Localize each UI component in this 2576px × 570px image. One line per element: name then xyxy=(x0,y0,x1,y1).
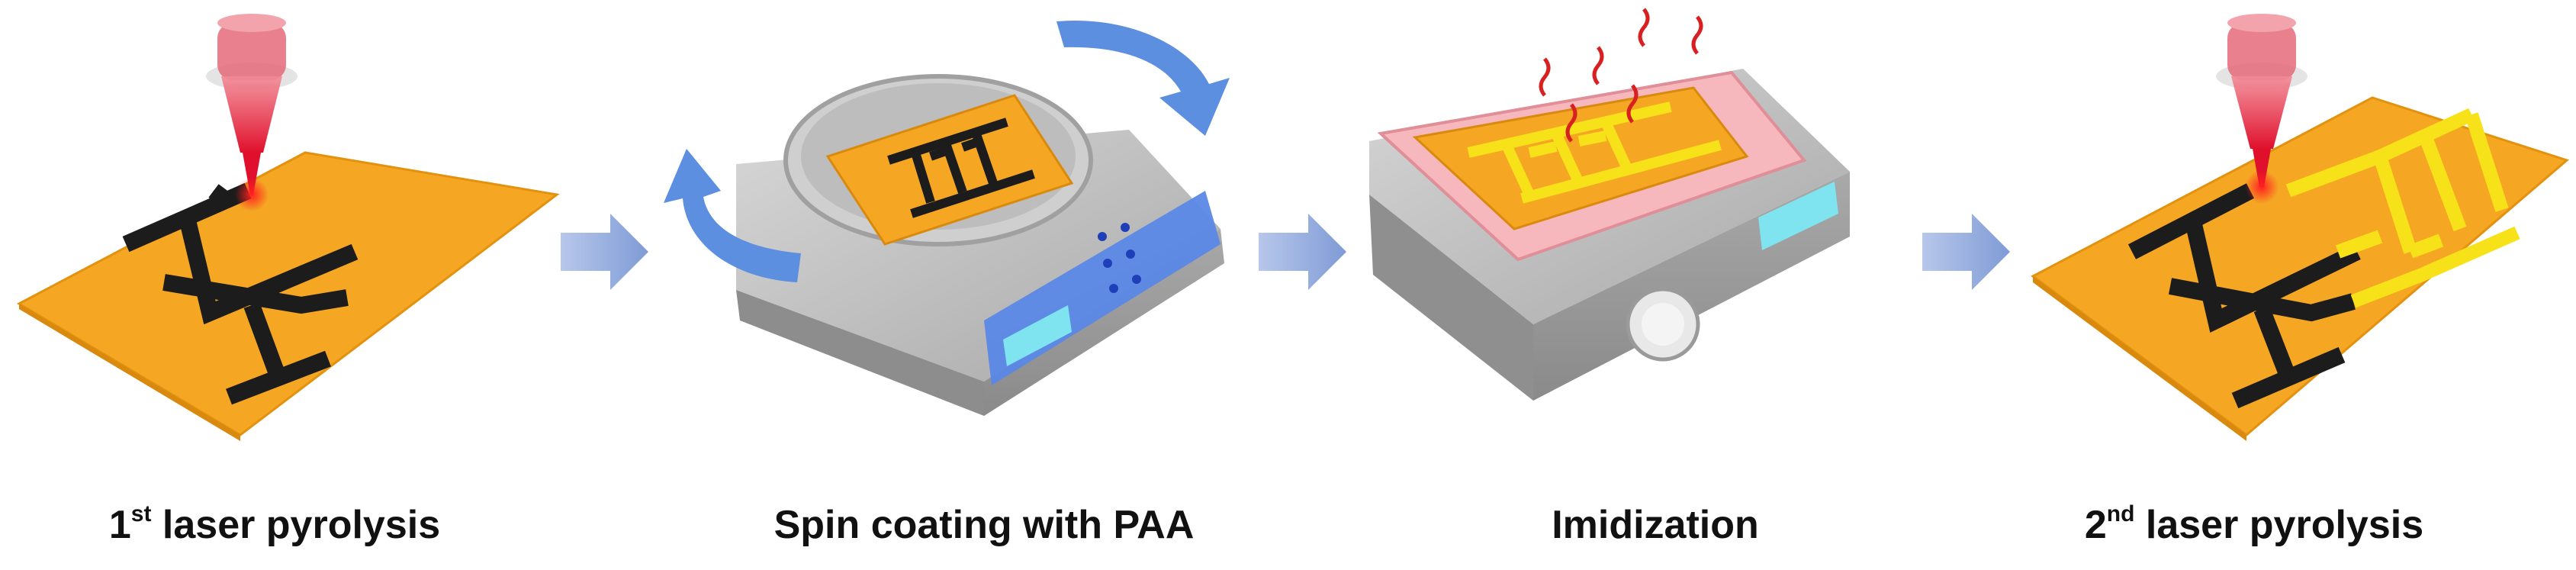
knob-icon xyxy=(1626,287,1700,362)
step2-illustration xyxy=(664,20,1230,416)
step3-label-text: Imidization xyxy=(1552,503,1759,547)
step1-label-sup: st xyxy=(130,501,152,527)
display-screen xyxy=(1758,182,1838,250)
step4-label-text: laser pyrolysis xyxy=(2134,503,2424,547)
flow-arrow-3 xyxy=(1922,214,2010,290)
keypad-buttons xyxy=(1098,223,1141,293)
step4-illustration xyxy=(2031,14,2570,441)
step3-label: Imidization xyxy=(1365,494,1945,556)
step4-label: 2nd laser pyrolysis xyxy=(1964,494,2544,556)
laser-head-icon xyxy=(206,14,297,211)
flow-arrow-2 xyxy=(1259,214,1346,290)
carbon-electrode-pattern xyxy=(2127,183,2361,409)
step4-label-prefix: 2 xyxy=(2084,503,2107,547)
flow-arrow-1 xyxy=(561,214,648,290)
step1-label-text: laser pyrolysis xyxy=(151,503,441,547)
step4-label-sup: nd xyxy=(2106,501,2135,527)
carbon-electrode-pattern xyxy=(122,182,359,405)
step3-illustration xyxy=(1369,8,1850,401)
display-screen xyxy=(1003,305,1072,366)
rotation-arrow-icon xyxy=(664,20,1230,282)
step2-label: Spin coating with PAA xyxy=(694,494,1274,556)
step2-label-text: Spin coating with PAA xyxy=(773,503,1195,547)
laser-head-icon xyxy=(2216,14,2307,204)
heat-waves-icon xyxy=(1539,8,1703,143)
step1-illustration xyxy=(16,14,560,441)
yellow-electrode-pattern xyxy=(2285,108,2520,308)
coated-sample xyxy=(825,94,1074,246)
step1-label-prefix: 1 xyxy=(108,503,131,547)
polyimide-substrate xyxy=(16,151,560,436)
imidized-sample xyxy=(1412,86,1749,230)
step1-label: 1st laser pyrolysis xyxy=(0,494,564,556)
substrate-edge xyxy=(19,304,240,441)
